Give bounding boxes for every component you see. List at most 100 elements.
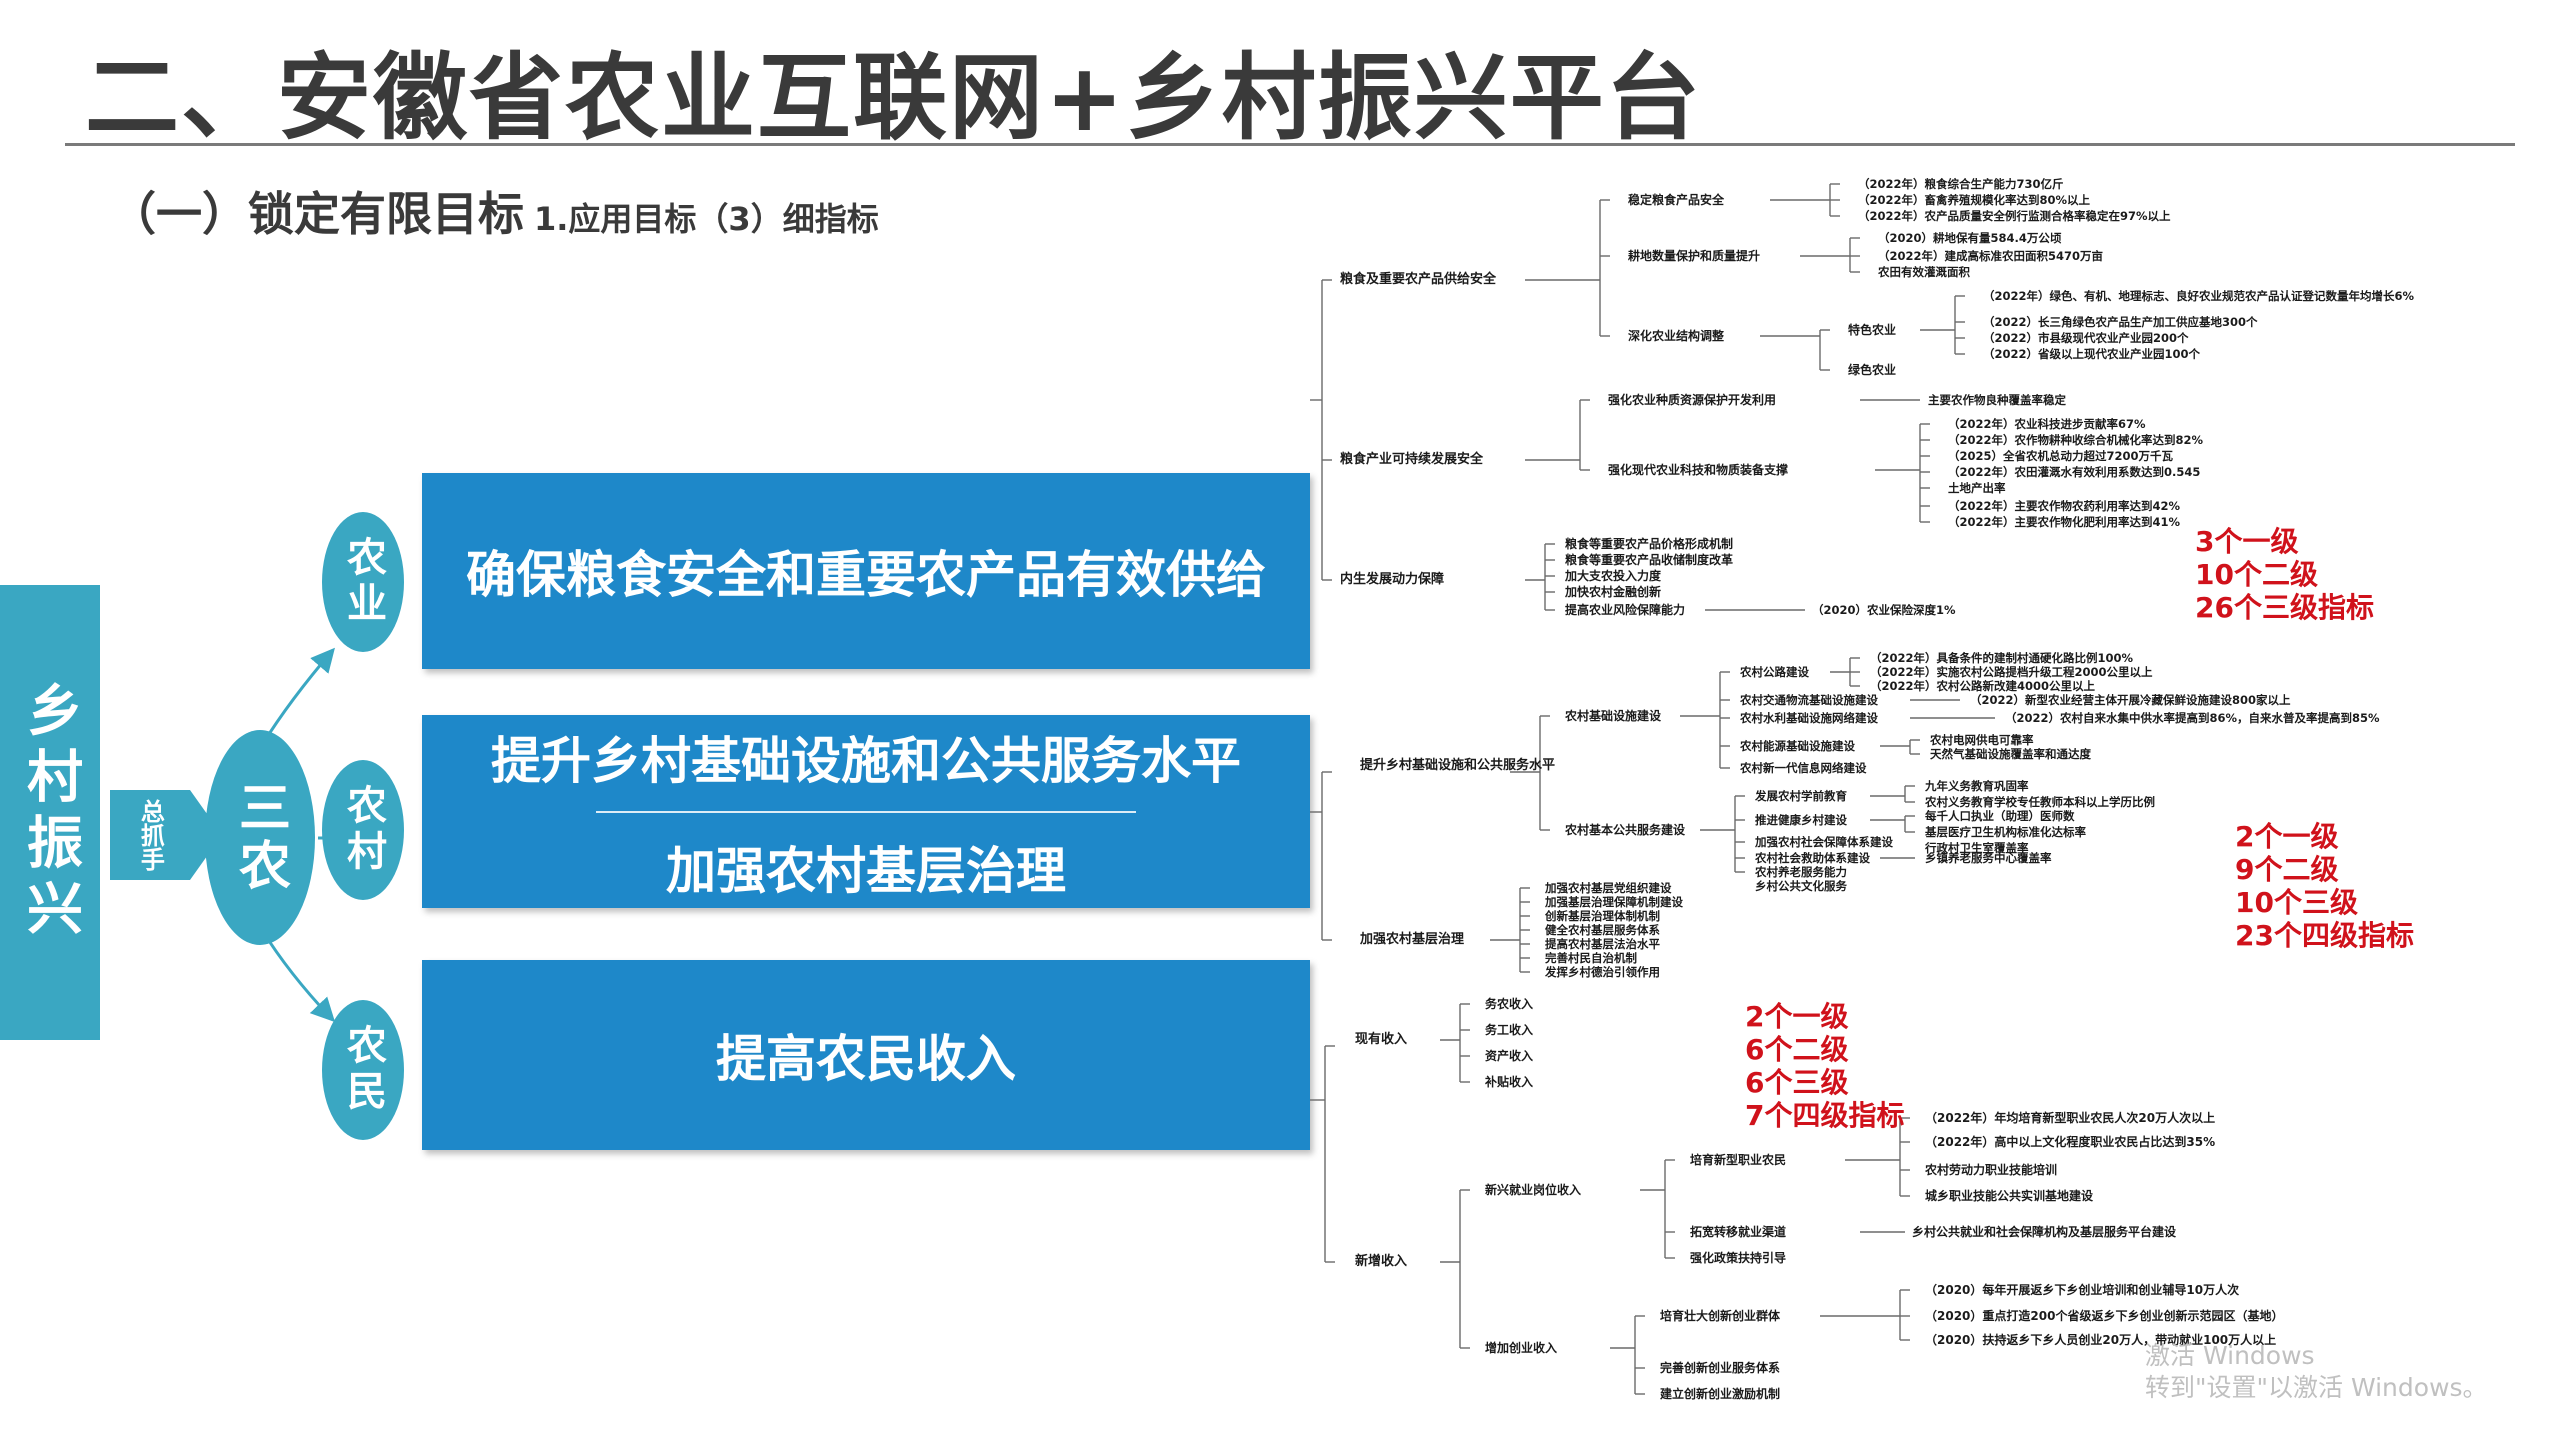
mindmap-node: 特色农业 <box>1848 323 1897 337</box>
mindmap-node: 强化现代农业科技和物质装备支撑 <box>1608 463 1789 477</box>
mindmap-node: 增加创业收入 <box>1485 1341 1558 1355</box>
mindmap-node: （2022年）主要农作物化肥利用率达到41% <box>1948 515 2181 529</box>
mindmap-node: （2022年）年均培育新型职业农民人次20万人次以上 <box>1925 1111 2216 1125</box>
mindmap-node: 农村水利基础设施网络建设 <box>1740 711 1878 725</box>
mindmap-node: 农村新一代信息网络建设 <box>1740 761 1867 775</box>
mindmap-node: （2020）重点打造200个省级返乡下乡创业创新示范园区（基地） <box>1925 1309 2284 1323</box>
panel-farmer-income-label: 提高农民收入 <box>716 1030 1016 1088</box>
stats-food-security: 3个一级 10个二级 26个三级指标 <box>2195 525 2374 624</box>
mindmap-node: 城乡职业技能公共实训基地建设 <box>1925 1189 2094 1203</box>
mindmap-node: 内生发展动力保障 <box>1340 572 1445 587</box>
mindmap-node: 主要农作物良种覆盖率稳定 <box>1928 393 2066 407</box>
stat-line: 23个四级指标 <box>2235 919 2414 952</box>
mindmap-node: （2020）农业保险深度1% <box>1812 603 1956 617</box>
mindmap-node: （2022年）农产品质量安全例行监测合格率稳定在97%以上 <box>1858 209 2171 223</box>
stat-line: 26个三级指标 <box>2195 591 2374 624</box>
stat-line: 7个四级指标 <box>1745 1099 1905 1132</box>
mindmap-node: （2022）新型农业经营主体开展冷藏保鲜设施建设800家以上 <box>1970 693 2291 707</box>
mindmap-node: 拓宽转移就业渠道 <box>1690 1225 1787 1239</box>
branch-agriculture-label: 农业 <box>340 536 386 628</box>
stat-line: 2个一级 <box>2235 820 2339 853</box>
mindmap-node: 健全农村基层服务体系 <box>1545 923 1660 937</box>
mindmap-node: （2022年）实施农村公路提档升级工程2000公里以上 <box>1870 665 2153 679</box>
mindmap-node: 发挥乡村德治引领作用 <box>1545 965 1660 979</box>
mindmap-node: 加强农村基层治理 <box>1360 932 1465 947</box>
mindmap-node: （2022年）畜禽养殖规模化率达到80%以上 <box>1858 193 2091 207</box>
mindmap-node: 农村电网供电可靠率 <box>1930 733 2034 747</box>
mindmap-node: 乡村公共就业和社会保障机构及基层服务平台建设 <box>1912 1225 2177 1239</box>
mindmap-node: （2022年）农作物耕种收综合机械化率达到82% <box>1948 433 2204 447</box>
mindmap-node: （2022年）高中以上文化程度职业农民占比达到35% <box>1925 1135 2216 1149</box>
mindmap-node: 行政村卫生室覆盖率 <box>1925 841 2029 855</box>
mindmap-node: （2022）农村自来水集中供水率提高到86%，自来水普及率提高到85% <box>2005 711 2380 725</box>
stat-line: 10个三级 <box>2235 886 2358 919</box>
mindmap-node: 天然气基础设施覆盖率和通达度 <box>1930 747 2091 761</box>
mindmap-node: 粮食等重要农产品收储制度改革 <box>1565 553 1734 567</box>
subtitle-main: （一）锁定有限目标 <box>110 187 524 241</box>
mindmap-node: 培育新型职业农民 <box>1690 1153 1787 1167</box>
mindmap-node: （2022年）主要农作物农药利用率达到42% <box>1948 499 2181 513</box>
mindmap-node: 乡镇养老服务中心覆盖率 <box>1925 851 2052 865</box>
mindmap-node: 发展农村学前教育 <box>1755 789 1847 803</box>
mindmap-node: 加大支农投入力度 <box>1565 569 1662 583</box>
mindmap-node: （2022年）农业科技进步贡献率67% <box>1948 417 2146 431</box>
mindmap-node: （2020）每年开展返乡下乡创业培训和创业辅导10万人次 <box>1925 1283 2240 1297</box>
mindmap-node: 加强基层治理保障机制建设 <box>1545 895 1683 909</box>
center-label: 三农 <box>229 779 290 896</box>
mindmap-node: 强化政策扶持引导 <box>1690 1251 1787 1265</box>
mindmap-node: 提升乡村基础设施和公共服务水平 <box>1360 758 1556 773</box>
panel-food-security-label: 确保粮食安全和重要农产品有效供给 <box>466 546 1266 604</box>
mindmap-node: 加强农村社会保障体系建设 <box>1755 835 1893 849</box>
panel-separator <box>596 810 1136 813</box>
watermark-line1: 激活 Windows <box>2145 1341 2315 1370</box>
mindmap-node: 强化农业种质资源保护开发利用 <box>1608 393 1777 407</box>
mindmap-node: 农村义务教育学校专任教师本科以上学历比例 <box>1925 795 2155 809</box>
mindmap-node: 乡村公共文化服务 <box>1755 879 1847 893</box>
mindmap-node: （2022）省级以上现代农业产业园100个 <box>1983 347 2201 361</box>
mindmap-node: 农村基础设施建设 <box>1565 709 1662 723</box>
panel-farmer-income: 提高农民收入 <box>422 960 1310 1150</box>
mindmap-node: （2020）耕地保有量584.4万公顷 <box>1878 231 2062 245</box>
mindmap-node: 提高农业风险保障能力 <box>1565 603 1686 617</box>
subtitle-detail: 1.应用目标（3）细指标 <box>534 200 879 238</box>
mindmap-node: （2022）长三角绿色农产品生产加工供应基地300个 <box>1983 315 2258 329</box>
mindmap-node: 每千人口执业（助理）医师数 <box>1925 809 2075 823</box>
mindmap-node: （2022）市县级现代农业产业园200个 <box>1983 331 2189 345</box>
mindmap-node: 完善村民自治机制 <box>1545 951 1637 965</box>
panel-infrastructure-governance: 提升乡村基础设施和公共服务水平 加强农村基层治理 <box>422 715 1310 908</box>
mindmap-node: 推进健康乡村建设 <box>1755 813 1847 827</box>
mindmap-node: （2025）全省农机总动力超过7200万千瓦 <box>1948 449 2174 463</box>
panel-food-security: 确保粮食安全和重要农产品有效供给 <box>422 473 1310 669</box>
mindmap-node: 粮食及重要农产品供给安全 <box>1340 272 1497 287</box>
arrow-label: 总抓手 <box>136 799 165 871</box>
stat-line: 2个一级 <box>1745 1000 1849 1033</box>
mindmap-node: 农村养老服务能力 <box>1755 865 1847 879</box>
stat-line: 6个三级 <box>1745 1066 1849 1099</box>
mindmap-node: 农田有效灌溉面积 <box>1878 265 1970 279</box>
ellipse-farmers: 农民 <box>322 1000 404 1140</box>
panel-infrastructure-label: 提升乡村基础设施和公共服务水平 <box>491 731 1241 790</box>
mindmap-node: （2022年）绿色、有机、地理标志、良好农业规范农产品认证登记数量年均增长6% <box>1983 289 2415 303</box>
mindmap-node: （2022年）具备条件的建制村通硬化路比例100% <box>1870 651 2134 665</box>
stats-infrastructure: 2个一级 9个二级 10个三级 23个四级指标 <box>2235 820 2414 952</box>
stat-line: 9个二级 <box>2235 853 2339 886</box>
mindmap-node: 农村公路建设 <box>1740 665 1809 679</box>
mindmap-node: 完善创新创业服务体系 <box>1660 1361 1781 1375</box>
mindmap-node: 新兴就业岗位收入 <box>1485 1183 1582 1197</box>
mindmap-node: 土地产出率 <box>1948 481 2006 495</box>
stat-line: 10个二级 <box>2195 558 2318 591</box>
rural-revitalization-bar: 乡村振兴 <box>0 585 100 1040</box>
ellipse-countryside: 农村 <box>322 760 404 900</box>
mindmap-node: 新增收入 <box>1355 1254 1408 1269</box>
mindmap-node: 现有收入 <box>1355 1032 1408 1047</box>
stats-farmer-income: 2个一级 6个二级 6个三级 7个四级指标 <box>1745 1000 1904 1132</box>
mindmap-node: 粮食等重要农产品价格形成机制 <box>1565 537 1734 551</box>
mindmap-node: 加快农村金融创新 <box>1565 585 1662 599</box>
mindmap-node: 务农收入 <box>1485 997 1534 1011</box>
mindmap-node: 加强农村基层党组织建设 <box>1545 881 1672 895</box>
stat-line: 6个二级 <box>1745 1033 1849 1066</box>
mindmap-node: 务工收入 <box>1485 1023 1534 1037</box>
mindmap-node: 稳定粮食产品安全 <box>1628 193 1725 207</box>
mindmap-node: 农村社会救助体系建设 <box>1755 851 1870 865</box>
